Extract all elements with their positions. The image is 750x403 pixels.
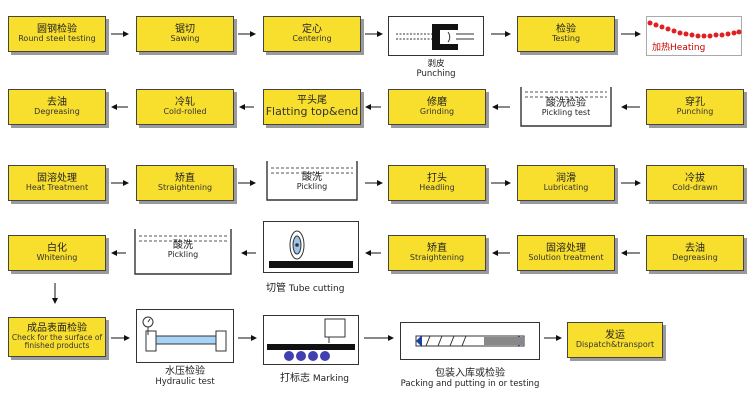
hydraulic-test-caption: 水压检验 Hydraulic test xyxy=(136,362,234,387)
step-label-zh: 锯切 xyxy=(175,23,195,35)
step-label-en: Heat Treatment xyxy=(25,183,89,193)
step-heat-treatment: 固溶处理 Heat Treatment xyxy=(8,165,106,201)
step-label-zh: 去油 xyxy=(685,242,705,254)
step-label-zh: 白化 xyxy=(47,242,67,254)
step-label-en: Degreasing xyxy=(672,253,718,263)
pickling-test-tank xyxy=(520,87,612,127)
step-label-en: Grinding xyxy=(419,107,455,117)
step-testing: 检验 Testing xyxy=(517,16,615,52)
punching-caption: 剥皮 Punching xyxy=(388,57,484,79)
step-label-zh: 固溶处理 xyxy=(546,242,586,254)
step-label-zh: 润滑 xyxy=(556,172,576,184)
step-round-steel-testing: 圆钢检验 Round steel testing xyxy=(8,16,106,52)
caption-en: Packing and putting in or testing xyxy=(400,379,540,389)
caption-en: Pickling xyxy=(167,250,199,259)
step-label-en: Cold-drawn xyxy=(672,183,718,193)
caption-en: Pickling test xyxy=(541,108,591,117)
caption-en: Tube cutting xyxy=(288,284,345,294)
packing-caption: 包装入库或检验 Packing and putting in or testin… xyxy=(395,364,545,389)
step-label-zh: 修磨 xyxy=(427,96,447,108)
step-label-en: Flatting top&end xyxy=(265,105,359,119)
step-label-zh: 发运 xyxy=(605,329,625,341)
step-label-zh: 圆钢检验 xyxy=(37,23,77,35)
pickling-tank xyxy=(266,161,358,201)
step-sawing: 锯切 Sawing xyxy=(136,16,234,52)
step-label-zh: 矫直 xyxy=(175,172,195,184)
step-dispatch-transport: 发运 Dispatch&transport xyxy=(567,322,663,358)
step-label-zh: 穿孔 xyxy=(685,96,705,108)
heating-label-zh: 加热 xyxy=(652,43,671,53)
step-label-en: Testing xyxy=(551,34,581,44)
heating-illustration: 加热Heating xyxy=(646,16,742,56)
step-label-en: Straightening xyxy=(157,183,213,193)
step-label-zh: 去油 xyxy=(47,96,67,108)
heating-bar-graphic xyxy=(646,16,742,56)
caption-en: Hydraulic test xyxy=(155,377,215,387)
step-cold-drawn: 冷拔 Cold-drawn xyxy=(646,165,744,201)
packing-illustration xyxy=(400,322,540,360)
step-label-zh: 平头尾 xyxy=(297,94,327,106)
caption-zh: 酸洗检验 xyxy=(546,98,586,109)
step-solution-treatment: 固溶处理 Solution treatment xyxy=(517,235,615,271)
step-label-en: Sawing xyxy=(170,34,200,44)
pickling-caption-2: 酸洗 Pickling xyxy=(131,240,235,260)
step-punching: 穿孔 Punching xyxy=(646,89,744,125)
step-label-zh: 打头 xyxy=(427,172,447,184)
step-headling: 打头 Headling xyxy=(388,165,486,201)
tube-cutting-illustration xyxy=(263,221,359,273)
step-label-en: Centering xyxy=(292,34,332,44)
step-label-en: Whitening xyxy=(36,253,78,263)
caption-en: Marking xyxy=(312,374,349,384)
step-label-zh: 冷轧 xyxy=(175,96,195,108)
step-centering: 定心 Centering xyxy=(263,16,361,52)
marking-caption: 打标志 Marking xyxy=(280,369,349,384)
step-flatting-top-end: 平头尾 Flatting top&end xyxy=(263,89,361,125)
step-cold-rolled: 冷轧 Cold-rolled xyxy=(136,89,234,125)
step-degreasing-2: 去油 Degreasing xyxy=(646,235,744,271)
marking-illustration xyxy=(263,315,359,365)
pickling-tank-2 xyxy=(134,229,232,275)
caption-zh: 打标志 xyxy=(280,373,310,384)
step-straightening: 矫直 Straightening xyxy=(136,165,234,201)
pickling-caption: 酸洗 Pickling xyxy=(263,172,361,192)
step-label-zh: 冷拔 xyxy=(685,172,705,184)
step-degreasing: 去油 Degreasing xyxy=(8,89,106,125)
caption-zh: 切管 xyxy=(266,283,286,294)
step-label-en: Solution treatment xyxy=(528,253,604,263)
heating-label-en: Heating xyxy=(670,43,706,53)
step-label-en: Punching xyxy=(676,107,714,117)
step-label-zh: 固溶处理 xyxy=(37,172,77,184)
step-label-en: Lubricating xyxy=(543,183,589,193)
step-label-zh: 成品表面检验 xyxy=(27,322,87,334)
caption-en: Punching xyxy=(416,69,456,79)
heating-label: 加热Heating xyxy=(652,40,705,53)
caption-zh: 酸洗 xyxy=(302,172,322,183)
caption-en: Pickling xyxy=(296,182,328,191)
hydraulic-test-illustration xyxy=(136,309,234,363)
step-lubricating: 润滑 Lubricating xyxy=(517,165,615,201)
step-label-zh: 定心 xyxy=(302,23,322,35)
punching-illustration xyxy=(388,16,484,56)
caption-zh: 剥皮 xyxy=(427,59,445,69)
step-label-en: Dispatch&transport xyxy=(575,340,655,350)
step-label-en: Cold-rolled xyxy=(163,107,207,117)
caption-zh: 包装入库或检验 xyxy=(435,368,505,379)
step-grinding: 修磨 Grinding xyxy=(388,89,486,125)
caption-zh: 水压检验 xyxy=(165,366,205,377)
step-label-zh: 矫直 xyxy=(427,242,447,254)
step-straightening-2: 矫直 Straightening xyxy=(388,235,486,271)
step-label-en: Headling xyxy=(419,183,455,193)
step-label-en: Round steel testing xyxy=(18,34,96,44)
step-whitening: 白化 Whitening xyxy=(8,235,106,271)
tube-cutting-caption: 切管 Tube cutting xyxy=(266,279,344,294)
step-label-zh: 检验 xyxy=(556,23,576,35)
caption-zh: 酸洗 xyxy=(173,240,193,251)
step-surface-check: 成品表面检验 Check for the surface of finished… xyxy=(8,317,106,357)
step-label-en: Check for the surface of finished produc… xyxy=(11,333,103,351)
step-label-en: Straightening xyxy=(409,253,465,263)
step-label-en: Degreasing xyxy=(34,107,80,117)
pickling-test-caption: 酸洗检验 Pickling test xyxy=(517,98,615,118)
